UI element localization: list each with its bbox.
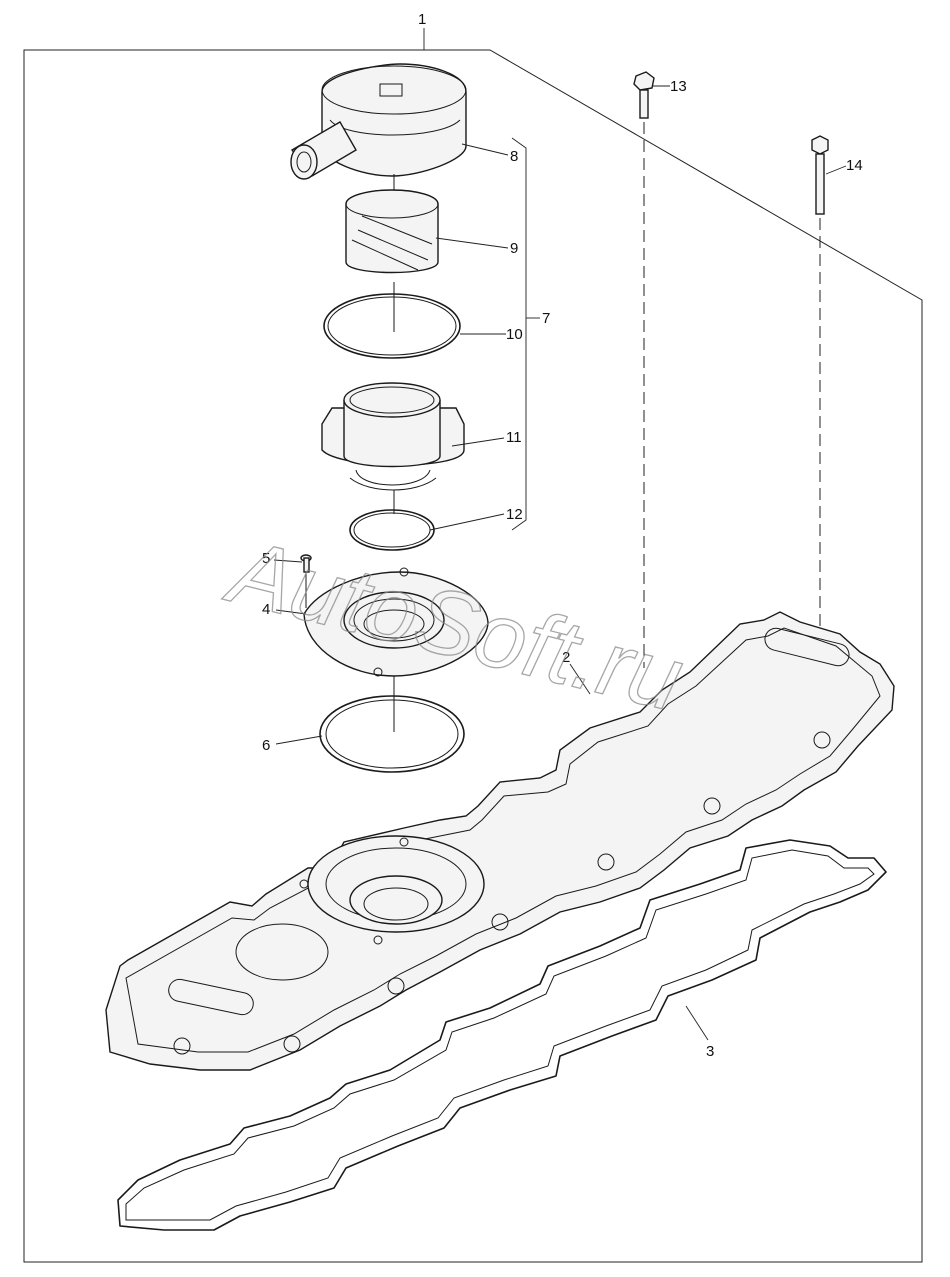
callout-13-label: 13	[670, 78, 687, 95]
callout-8-leader	[461, 143, 509, 156]
o-ring-seal	[319, 695, 465, 773]
callout-7-label: 7	[542, 310, 550, 327]
callout-1-label: 1	[418, 11, 426, 28]
callout-6-leader	[275, 735, 323, 745]
bolt-14	[811, 135, 829, 215]
breather-cap	[290, 63, 467, 180]
callout-11-label: 11	[506, 429, 522, 446]
callout-5-label: 5	[262, 550, 270, 567]
callout-9-leader	[435, 237, 509, 249]
valve-cover-gasket	[117, 839, 887, 1231]
callout-2-leader	[569, 663, 591, 695]
callout-5-leader	[273, 559, 303, 563]
callout-3-leader	[685, 1005, 709, 1041]
callout-12-leader	[429, 513, 505, 531]
o-ring-large	[323, 293, 461, 359]
callout-7-bracket	[511, 137, 527, 531]
callout-4-label: 4	[262, 601, 270, 618]
valve-cover	[105, 611, 895, 1071]
callout-14-leader	[825, 165, 847, 175]
callout-12-label: 12	[506, 506, 523, 523]
callout-11-leader	[451, 437, 505, 447]
callout-14-label: 14	[846, 157, 863, 174]
breather-housing	[321, 382, 465, 491]
callout-9-label: 9	[510, 240, 518, 257]
callout-2-label: 2	[562, 649, 570, 666]
watermark-text: AutoSoft.ru	[216, 519, 692, 731]
callout-8-label: 8	[510, 148, 518, 165]
filter-element	[345, 189, 439, 274]
callout-6-label: 6	[262, 737, 270, 754]
callout-4-leader	[275, 609, 307, 615]
diagram-frame	[23, 49, 923, 1263]
callout-3-label: 3	[706, 1043, 714, 1060]
o-ring-small	[349, 509, 435, 551]
callout-10-label: 10	[506, 326, 523, 343]
adapter-plate	[303, 567, 489, 677]
bolt-13	[633, 71, 655, 119]
